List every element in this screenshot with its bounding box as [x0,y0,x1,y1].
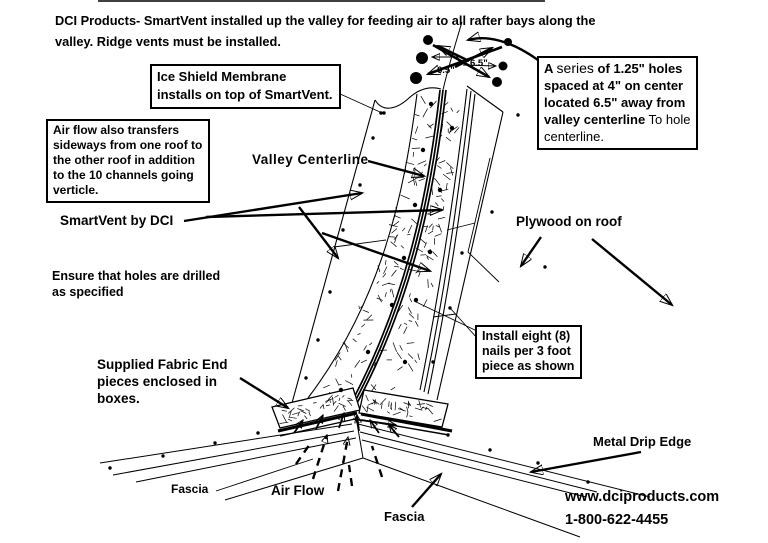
air-note-line1: Air flow also transfers [53,123,180,137]
holes-spec-note: A series of 1.25" holes spaced at 4" on … [537,56,699,150]
plywood-label: Plywood on roof [516,214,622,229]
title-line2: valley. Ridge vents must be installed. [55,34,281,49]
ice-shield-note: Ice Shield Membrane installs on top of S… [150,64,341,109]
holes-note-line1: A series of 1.25" holes [544,60,683,76]
dim-6p5-right: 6.5" [470,58,488,69]
supplied-line3: boxes. [97,391,140,406]
fascia-right-label: Fascia [384,509,425,524]
smartvent-strip-edges [307,88,476,399]
fascia-left-label: Fascia [171,482,209,496]
smartvent-label: SmartVent by DCI [60,213,174,228]
nails-note-line1: Install eight (8) [482,329,571,343]
roof-plane-lines [291,85,504,404]
nails-note-line2: nails per 3 foot [482,344,571,358]
ensure-line1: Ensure that holes are drilled [52,269,221,283]
website-label: www.dciproducts.com [565,489,720,505]
air-transfer-note: Air flow also transfers sideways from on… [46,119,211,203]
phone-label: 1-800-622-4455 [565,512,669,528]
nails-note: Install eight (8) nails per 3 foot piece… [475,325,583,379]
air-note-line5: verticle. [53,183,99,197]
supplied-line1: Supplied Fabric End [97,357,228,372]
drilled-holes [410,35,512,87]
callout-arrows [183,159,672,508]
page-title: DCI Products- SmartVent installed up the… [55,10,595,52]
dim-6p5-left: 6.5" [437,65,455,76]
holes-note-line5: centerline. [544,129,604,144]
holes-note-line2: spaced at 4" on center [544,78,684,93]
eave-lines [99,422,651,538]
air-note-line3: the other roof in addition [53,153,195,167]
fabric-end-hatching [279,394,442,424]
ice-shield-line1: Ice Shield Membrane [157,69,287,84]
nail-dots [108,101,590,484]
air-flow-label: Air Flow [271,483,325,498]
hole-spacing-arrows [428,38,539,77]
title-line1: DCI Products- SmartVent installed up the… [55,13,596,28]
holes-note-line3: located 6.5" away from [544,95,686,110]
valley-centerline-label: Valley Centerline [252,152,369,167]
fabric-end-pieces [271,387,449,429]
supplied-fabric-label: Supplied Fabric End pieces enclosed in b… [97,356,228,407]
smartvent-hatching [323,95,460,399]
metal-drip-edge-label: Metal Drip Edge [593,434,692,449]
air-note-line2: sideways from one roof to [53,138,203,152]
nails-note-line3: piece as shown [482,359,575,373]
ice-shield-line2: installs on top of SmartVent. [157,87,333,102]
supplied-line2: pieces enclosed in [97,374,218,389]
holes-note-line4: valley centerline To hole [544,112,691,127]
ensure-line2: as specified [52,285,124,299]
air-flow-arrows [293,413,400,492]
air-note-line4: to the 10 channels going [53,168,194,182]
ensure-holes-note: Ensure that holes are drilled as specifi… [52,268,220,300]
